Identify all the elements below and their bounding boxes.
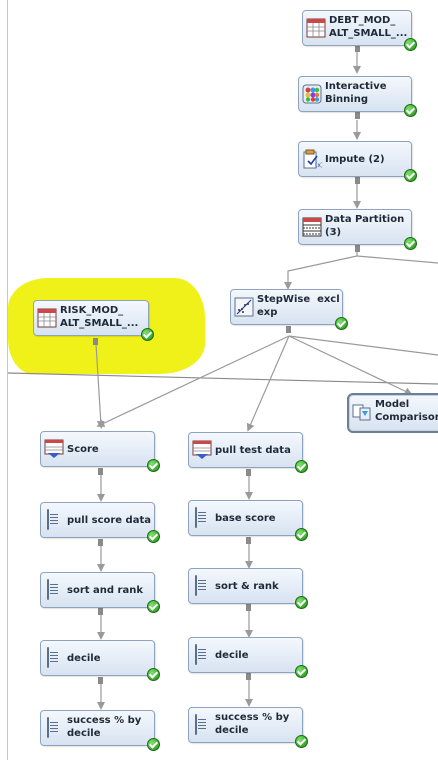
data-partition-icon [302, 217, 322, 237]
node-label: Interactive Binning [325, 81, 387, 105]
output-port[interactable] [246, 673, 251, 680]
node-debt-mod-alt-small[interactable]: DEBT_MOD_ ALT_SMALL_... [302, 10, 417, 51]
node-interactive-binning[interactable]: Interactive Binning [298, 76, 417, 117]
run-completed-check-icon [141, 328, 154, 341]
node-success-by-decile-2[interactable]: success % by decile [188, 707, 308, 748]
output-port[interactable] [355, 45, 360, 52]
output-port[interactable] [355, 245, 360, 252]
node-label: Data Partition (3) [325, 214, 405, 238]
run-completed-check-icon [295, 596, 308, 609]
node-label: StepWise excl exp [257, 294, 340, 318]
node-sort-and-rank-2[interactable]: sort & rank [188, 568, 308, 609]
run-completed-check-icon [404, 169, 417, 182]
sas-code-icon [44, 647, 64, 668]
node-label: pull score data [67, 515, 151, 526]
sas-code-icon [44, 509, 64, 530]
node-label: sort & rank [215, 581, 279, 592]
node-sort-and-rank[interactable]: sort and rank [40, 572, 160, 613]
svg-text:(x): (x) [315, 162, 322, 169]
sas-code-icon [44, 717, 64, 738]
node-data-partition[interactable]: Data Partition (3) [298, 209, 417, 250]
sas-code-icon [44, 579, 64, 600]
sas-code-icon [192, 644, 212, 665]
data-source-icon [306, 18, 326, 38]
node-base-score[interactable]: base score [188, 500, 308, 541]
node-label: Impute (2) [325, 154, 385, 165]
run-completed-check-icon [295, 665, 308, 678]
run-completed-check-icon [335, 317, 348, 330]
output-port[interactable] [98, 677, 103, 684]
node-model-comparison[interactable]: Model Comparison ( [347, 393, 438, 433]
node-label: decile [67, 653, 101, 664]
score-icon [192, 440, 212, 459]
output-port[interactable] [98, 608, 103, 615]
node-label: pull test data [215, 445, 291, 456]
run-completed-check-icon [147, 600, 160, 613]
output-port[interactable] [355, 177, 360, 184]
output-port[interactable] [246, 469, 251, 476]
run-completed-check-icon [147, 459, 160, 472]
canvas-left-border [7, 0, 8, 760]
run-completed-check-icon [147, 668, 160, 681]
node-risk-mod-alt-small[interactable]: RISK_MOD_ ALT_SMALL_... [33, 300, 154, 341]
node-label: decile [215, 650, 249, 661]
node-label: DEBT_MOD_ ALT_SMALL_... [329, 15, 408, 39]
node-pull-test-data[interactable]: pull test data [188, 432, 308, 473]
node-score[interactable]: Score [40, 431, 160, 472]
model-comparison-icon [352, 404, 371, 421]
sas-code-icon [192, 507, 212, 528]
run-completed-check-icon [295, 460, 308, 473]
node-pull-score-data[interactable]: pull score data [40, 502, 160, 543]
run-completed-check-icon [147, 738, 160, 751]
output-port[interactable] [355, 112, 360, 119]
node-label: base score [215, 513, 276, 524]
data-source-icon [37, 308, 57, 328]
node-label: success % by decile [215, 712, 290, 736]
sas-code-icon [192, 575, 212, 596]
run-completed-check-icon [404, 38, 417, 51]
node-label: RISK_MOD_ ALT_SMALL_... [60, 305, 139, 329]
score-icon [44, 439, 64, 458]
run-completed-check-icon [295, 528, 308, 541]
interactive-binning-icon [302, 84, 322, 104]
regression-icon [234, 297, 254, 317]
run-completed-check-icon [404, 104, 417, 117]
sas-code-icon [192, 714, 212, 735]
node-label: success % by decile [67, 715, 142, 739]
node-success-by-decile[interactable]: success % by decile [40, 710, 160, 751]
node-stepwise-excl-exp[interactable]: StepWise excl exp [230, 289, 348, 330]
output-port[interactable] [246, 537, 251, 544]
node-decile[interactable]: decile [40, 640, 160, 681]
node-decile-2[interactable]: decile [188, 637, 308, 678]
run-completed-check-icon [147, 530, 160, 543]
node-impute[interactable]: (x) Impute (2) [298, 141, 417, 182]
node-label: Score [67, 444, 99, 455]
output-port[interactable] [246, 604, 251, 611]
output-port[interactable] [98, 539, 103, 546]
node-label: Model Comparison ( [375, 399, 438, 423]
run-completed-check-icon [295, 735, 308, 748]
output-port[interactable] [93, 338, 98, 345]
output-port[interactable] [286, 326, 291, 333]
run-completed-check-icon [404, 237, 417, 250]
impute-icon: (x) [303, 149, 322, 169]
node-label: sort and rank [67, 585, 143, 596]
output-port[interactable] [98, 468, 103, 475]
